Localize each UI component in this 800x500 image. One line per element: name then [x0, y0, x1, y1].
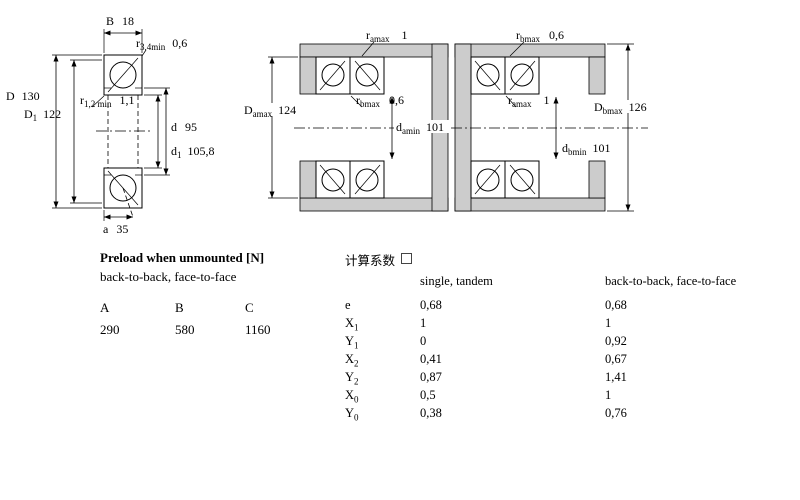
preload-col-C: C [245, 300, 254, 315]
factor-label-e: e [345, 298, 351, 312]
factor-value-paired: 0,68 [605, 298, 627, 312]
factor-value-paired: 1,41 [605, 370, 627, 384]
preload-col-A: A [100, 300, 110, 315]
housing-section [454, 43, 606, 58]
preload-value-B: 580 [175, 322, 195, 337]
factor-value-paired: 0,67 [605, 352, 627, 366]
factors-header-paired: back-to-back, face-to-face [605, 274, 737, 288]
factor-value-single: 0,5 [420, 388, 436, 402]
factor-value-paired: 1 [605, 316, 612, 330]
preload-col-B: B [175, 300, 184, 315]
shaft-shoulder [454, 43, 472, 212]
factor-value-single: 0,41 [420, 352, 442, 366]
factors-title: 计算系数 [345, 254, 396, 268]
factor-value-single: 0,38 [420, 406, 442, 420]
factor-label-X0: X0 [345, 388, 359, 405]
preload-value-A: 290 [100, 322, 120, 337]
housing-shoulder [588, 56, 606, 95]
housing-section [454, 197, 606, 212]
factor-value-single: 0,87 [420, 370, 442, 384]
contact-angle-line [107, 57, 139, 93]
housing-shoulder [299, 56, 317, 95]
preload-subtitle: back-to-back, face-to-face [100, 269, 237, 284]
factor-label-Y2: Y2 [345, 370, 359, 387]
housing-section [299, 197, 449, 212]
factor-value-single: 0 [420, 334, 427, 348]
factor-value-paired: 0,76 [605, 406, 627, 420]
factor-label-Y1: Y1 [345, 334, 359, 351]
housing-shoulder [299, 160, 317, 199]
preload-title: Preload when unmounted [N] [100, 250, 265, 265]
calculator-link-icon[interactable] [401, 253, 413, 264]
preload-table: Preload when unmounted [N] back-to-back,… [100, 250, 271, 338]
housing-section [299, 43, 449, 58]
factor-value-single: 0,68 [420, 298, 442, 312]
factor-label-Y0: Y0 [345, 406, 359, 423]
preload-value-C: 1160 [245, 322, 271, 337]
factor-label-X2: X2 [345, 352, 359, 369]
factors-header-spacer [345, 274, 420, 295]
factors-header-single: single, tandem [420, 274, 493, 288]
calculation-factors-table: 计算系数 single, tandem back-to-back, face-t… [345, 250, 785, 423]
factor-value-paired: 1 [605, 388, 612, 402]
factor-value-paired: 0,92 [605, 334, 627, 348]
housing-shoulder [588, 160, 606, 199]
factor-label-X1: X1 [345, 316, 359, 333]
factor-value-single: 1 [420, 316, 427, 330]
